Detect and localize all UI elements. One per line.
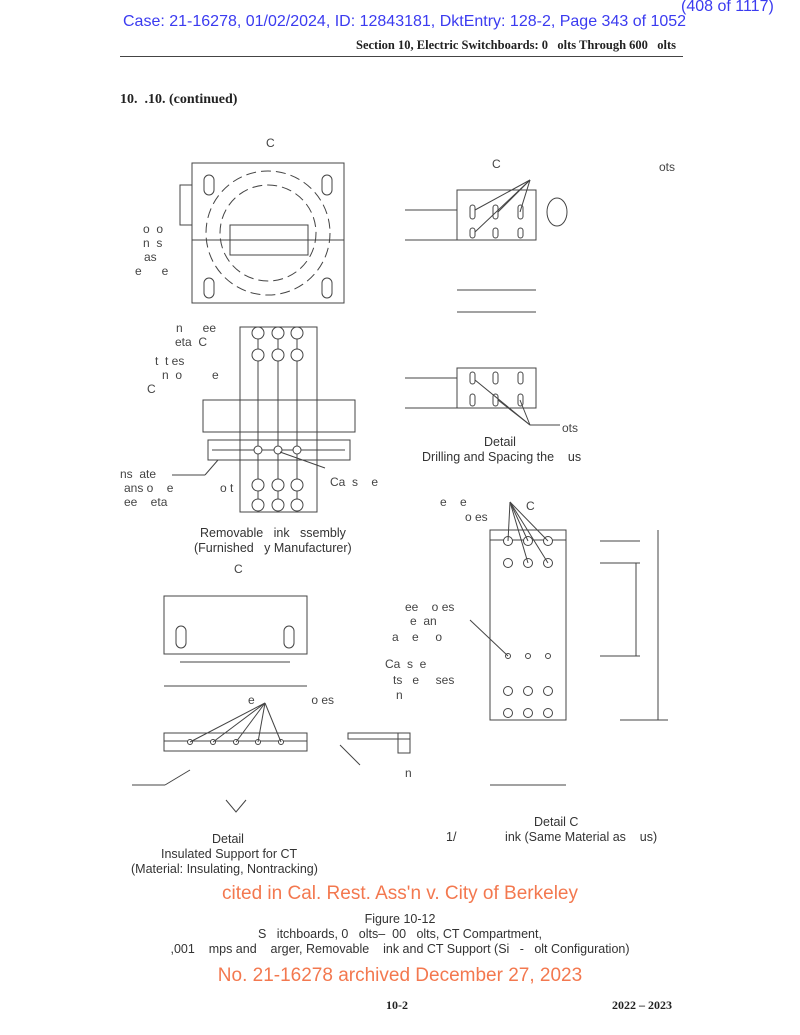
detail-c-link (469, 501, 668, 786)
label-r-2: e an (410, 614, 437, 628)
footer-page-number: 10-2 (386, 998, 408, 1012)
detail-c-title: Detail C (534, 815, 579, 829)
label-left-1: o o (143, 222, 164, 236)
label-left-2: n s (143, 236, 163, 250)
watermark-line-2: No. 21-16278 archived December 27, 2023 (217, 965, 583, 986)
insulated-support-material: (Material: Insulating, Nontracking) (131, 862, 318, 876)
label-mid-3: t t es (155, 354, 185, 368)
insulated-support-title: Detail (212, 832, 244, 846)
label-case-1: Ca s e (330, 475, 379, 489)
header-rule (120, 56, 683, 57)
label-left-4: e e (135, 264, 169, 278)
figure-number: Figure 10-12 (364, 912, 436, 926)
figure-caption-line-2: ,001 mps and arger, Removable ink and CT… (170, 942, 630, 956)
label-ots-mid: ots (562, 421, 579, 435)
case-stamp: Case: 21-16278, 01/02/2024, ID: 12843181… (123, 13, 687, 30)
label-r-1: ee o es (405, 600, 455, 614)
label-hole-1: e e (440, 495, 467, 509)
figure-caption-line-1: S itchboards, 0 olts– 00 olts, CT Compar… (258, 927, 542, 941)
link-assembly (172, 326, 356, 513)
label-ins-1: ns ate (120, 467, 157, 481)
label-hole-3: C (526, 499, 535, 513)
label-r-5: ts e ses (393, 673, 455, 687)
label-ots-top: ots (659, 160, 676, 174)
ct-top-view (179, 162, 345, 304)
label-mid-1: n ee (176, 321, 217, 335)
label-left-3: as (144, 250, 157, 264)
drilling-detail-subtitle: Drilling and Spacing the us (422, 450, 582, 464)
label-holes-left: e o es (248, 693, 335, 707)
subheading: 10. .10. (continued) (120, 92, 238, 107)
label-ins-3: ee eta (124, 495, 168, 509)
label-ins-2: ans o e o t (124, 481, 234, 495)
page-count-stamp: (408 of 1117) (681, 0, 774, 15)
label-r-6: n (396, 688, 403, 702)
insulated-support (132, 595, 411, 813)
label-r-3: a e o (392, 630, 443, 644)
drilling-detail (405, 179, 568, 426)
watermark-line-1: cited in Cal. Rest. Ass'n v. City of Ber… (222, 883, 578, 904)
footer-year: 2022 – 2023 (612, 998, 672, 1012)
section-header: Section 10, Electric Switchboards: 0 olt… (356, 38, 677, 52)
label-hole-2: o es (465, 510, 488, 524)
label-r-4: Ca s e (385, 657, 427, 671)
label-c-lower: C (234, 562, 243, 576)
label-c-detail: C (492, 157, 501, 171)
label-mid-5: C (147, 382, 156, 396)
label-n-lower: n (405, 766, 412, 780)
label-mid-4: n o e (162, 368, 219, 382)
insulated-support-subtitle: Insulated Support for CT (161, 847, 298, 861)
label-mid-2: eta C (175, 335, 208, 349)
drilling-detail-title: Detail (484, 435, 516, 449)
detail-c-subtitle: 1/ ink (Same Material as us) (446, 830, 658, 844)
link-assembly-title: Removable ink ssembly (200, 526, 346, 540)
link-assembly-subtitle: (Furnished y Manufacturer) (194, 541, 352, 555)
label-c-top: C (266, 136, 275, 150)
